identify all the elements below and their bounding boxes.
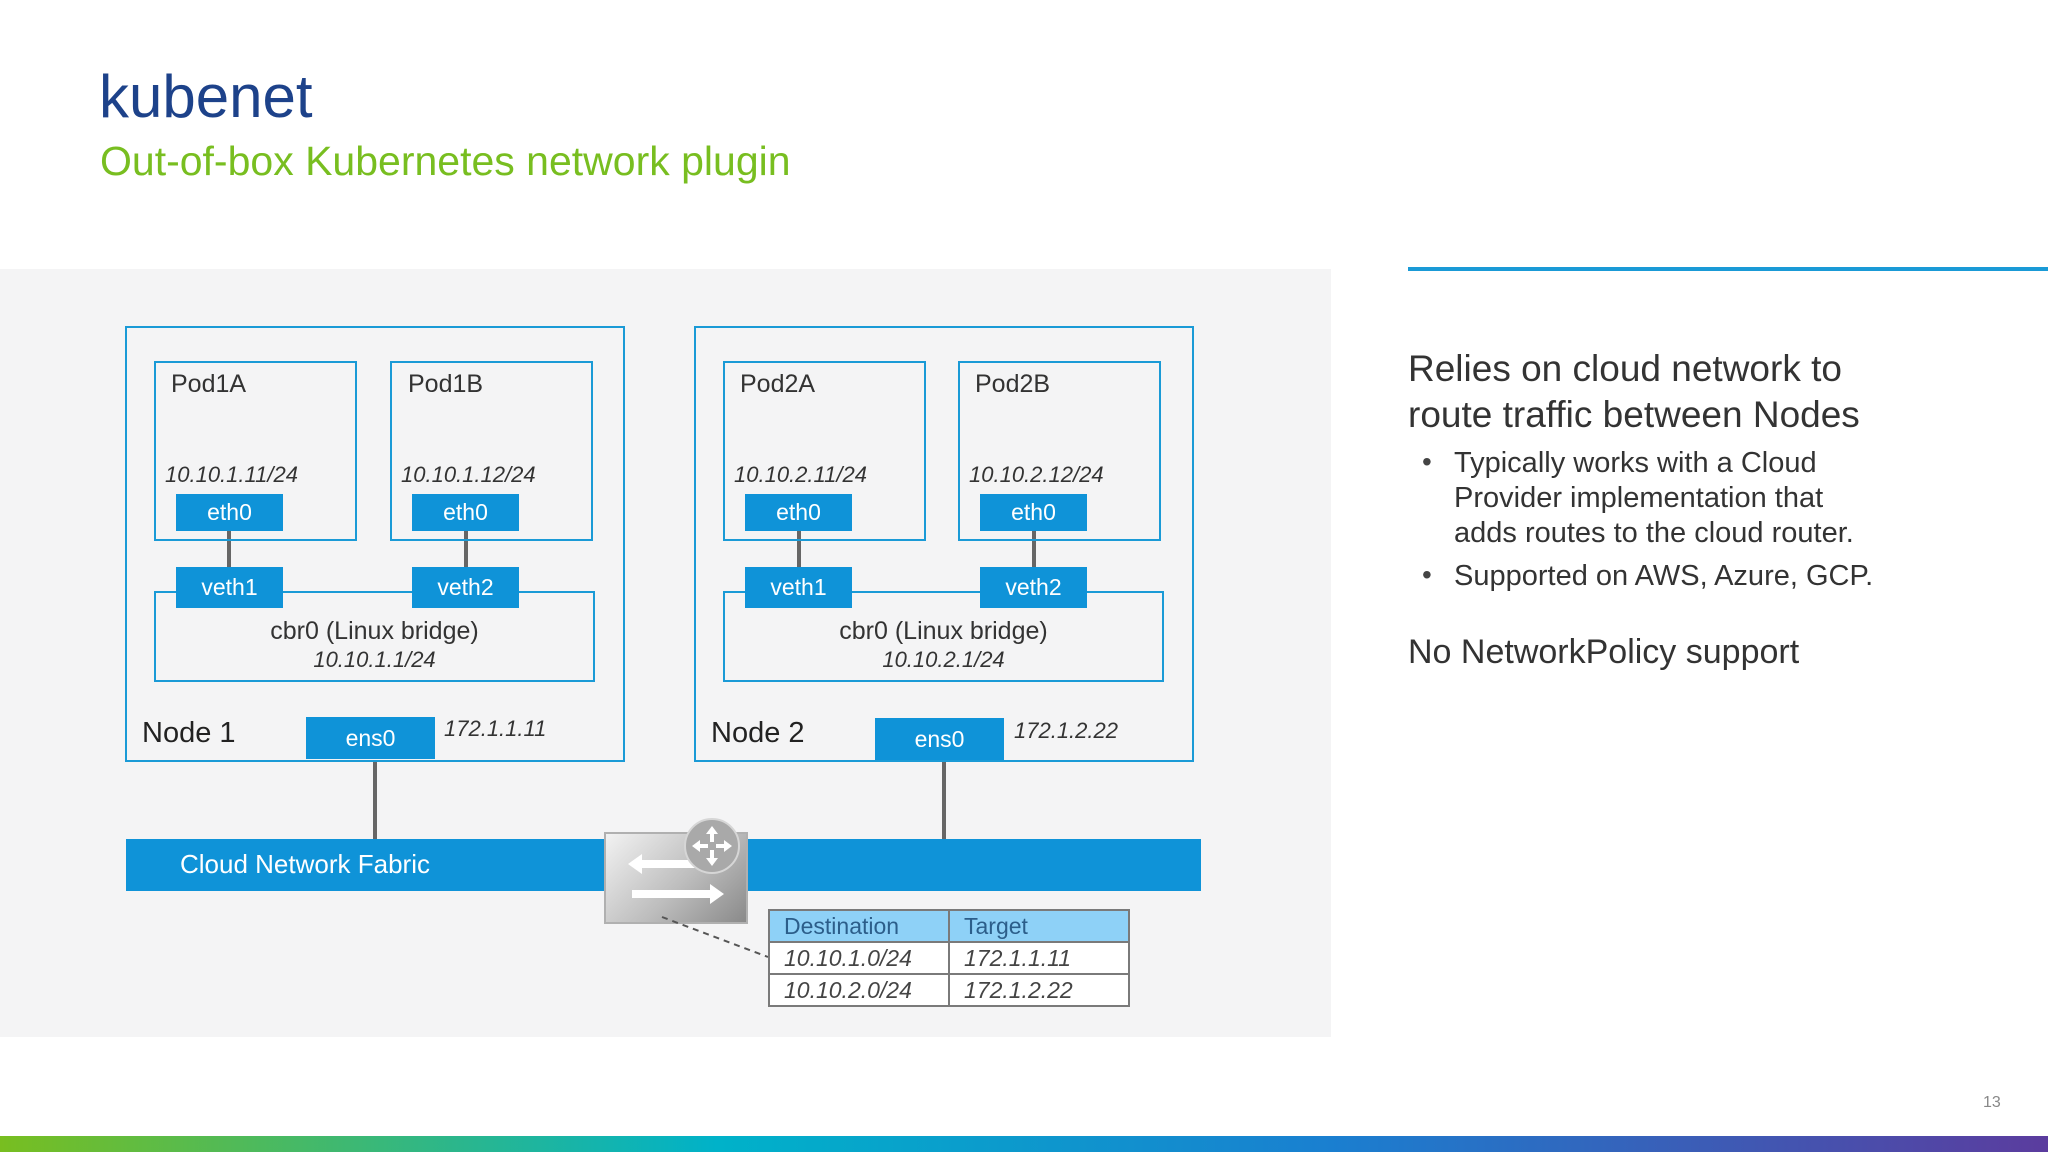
- bullet-list: • Typically works with a Cloud Provider …: [1422, 446, 2022, 594]
- eth0-interface: eth0: [980, 494, 1087, 531]
- linux-bridge-box: [154, 591, 595, 682]
- connector-line: [942, 760, 946, 840]
- bullet-icon: •: [1422, 446, 1432, 477]
- right-heading-line: Relies on cloud network to: [1408, 348, 1842, 389]
- bullet-icon: •: [1422, 559, 1432, 590]
- bottom-gradient-bar: [0, 1136, 2048, 1152]
- table-row: 10.10.1.0/24 172.1.1.11: [768, 941, 1130, 975]
- route-table-header: Target: [948, 909, 1130, 943]
- route-destination: 10.10.1.0/24: [768, 941, 950, 975]
- route-table-header: Destination: [768, 909, 950, 943]
- slide-subtitle: Out-of-box Kubernetes network plugin: [100, 138, 791, 184]
- bridge-ip: 10.10.2.1/24: [882, 647, 1005, 672]
- section-divider: [1408, 267, 2048, 271]
- fabric-label: Cloud Network Fabric: [180, 849, 430, 879]
- route-target: 172.1.2.22: [948, 973, 1130, 1007]
- eth0-interface: eth0: [745, 494, 852, 531]
- no-networkpolicy-text: No NetworkPolicy support: [1408, 633, 1800, 671]
- pod-name: Pod2B: [975, 370, 1051, 398]
- eth0-interface: eth0: [176, 494, 283, 531]
- list-item: • Typically works with a Cloud Provider …: [1422, 446, 2022, 551]
- connector-line: [227, 530, 231, 567]
- callout-dashed-line: [661, 916, 769, 958]
- route-table: Destination Target 10.10.1.0/24 172.1.1.…: [768, 909, 1130, 1007]
- connector-line: [1032, 530, 1036, 567]
- bridge-label: cbr0 (Linux bridge): [270, 617, 479, 645]
- veth-interface: veth2: [412, 567, 519, 608]
- pod-box: [154, 361, 357, 541]
- bullet-line: Supported on AWS, Azure, GCP.: [1454, 560, 1874, 592]
- bullet-line: Provider implementation that: [1454, 482, 1824, 514]
- veth-interface: veth1: [745, 567, 852, 608]
- eth0-interface: eth0: [412, 494, 519, 531]
- node-2-box: [694, 326, 1194, 762]
- pod-box: [958, 361, 1161, 541]
- veth-interface: veth2: [980, 567, 1087, 608]
- pod-name: Pod1B: [408, 370, 484, 398]
- route-target: 172.1.1.11: [948, 941, 1130, 975]
- connector-line: [797, 530, 801, 567]
- node-ip: 172.1.1.11: [444, 716, 547, 741]
- bullet-line: adds routes to the cloud router.: [1454, 517, 1854, 549]
- page-number: 13: [1983, 1094, 2001, 1111]
- pod-name: Pod1A: [171, 370, 247, 398]
- node-1-box: [125, 326, 625, 762]
- bridge-ip: 10.10.1.1/24: [313, 647, 436, 672]
- bridge-label: cbr0 (Linux bridge): [839, 617, 1048, 645]
- node-ip: 172.1.2.22: [1014, 718, 1118, 743]
- node-label: Node 2: [711, 717, 805, 749]
- veth-interface: veth1: [176, 567, 283, 608]
- pod-name: Pod2A: [740, 370, 816, 398]
- list-item: • Supported on AWS, Azure, GCP.: [1422, 559, 2022, 594]
- slide-title: kubenet: [99, 63, 313, 130]
- route-destination: 10.10.2.0/24: [768, 973, 950, 1007]
- table-row: 10.10.2.0/24 172.1.2.22: [768, 973, 1130, 1007]
- router-direction-icon: [684, 818, 740, 874]
- ens0-interface: ens0: [306, 717, 435, 759]
- connector-line: [464, 530, 468, 567]
- right-heading-line: route traffic between Nodes: [1408, 394, 1860, 435]
- node-label: Node 1: [142, 717, 236, 749]
- bullet-line: Typically works with a Cloud: [1454, 447, 1817, 479]
- ens0-interface: ens0: [875, 718, 1004, 760]
- pod-ip: 10.10.1.12/24: [401, 462, 536, 487]
- linux-bridge-box: [723, 591, 1164, 682]
- pod-box: [723, 361, 926, 541]
- pod-ip: 10.10.1.11/24: [165, 462, 298, 487]
- connector-line: [373, 760, 377, 840]
- pod-ip: 10.10.2.12/24: [969, 462, 1104, 487]
- pod-box: [390, 361, 593, 541]
- pod-ip: 10.10.2.11/24: [734, 462, 867, 487]
